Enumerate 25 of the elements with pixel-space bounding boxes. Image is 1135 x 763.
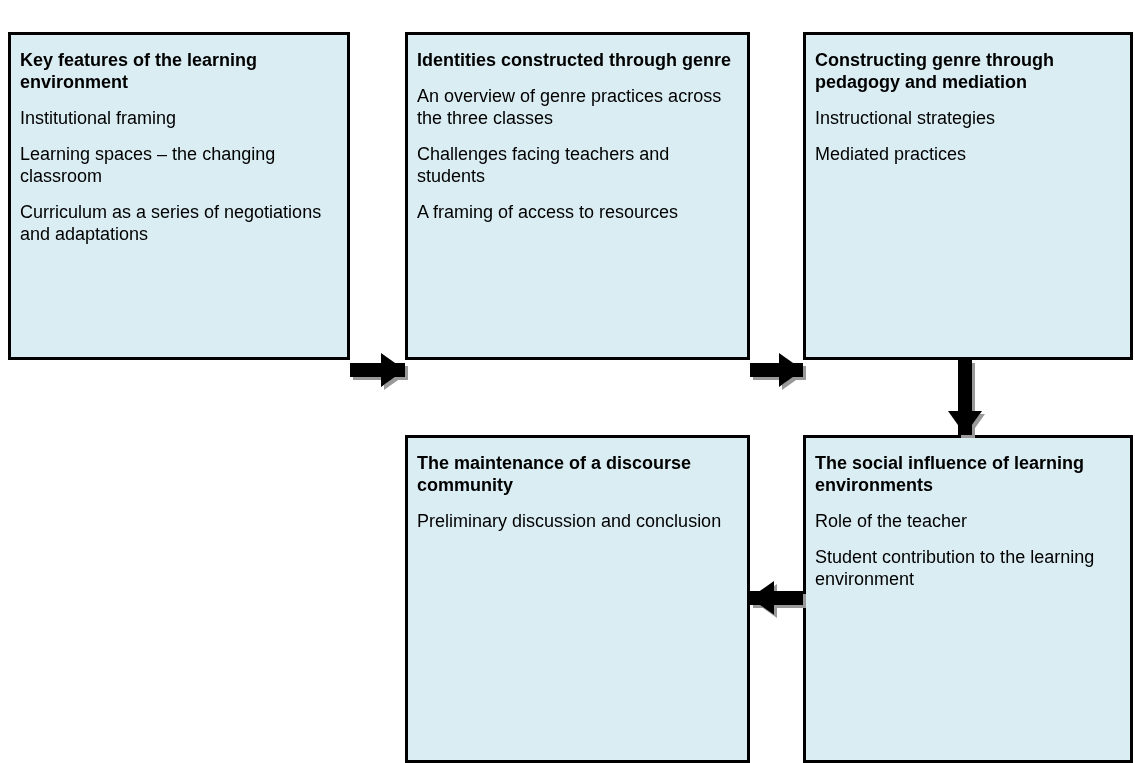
block-arrow — [350, 353, 405, 387]
topic-item: Curriculum as a series of negotiations and adaptations — [20, 201, 323, 245]
topic-item: Role of the teacher — [815, 510, 969, 532]
topic-item: Student contribution to the learning environment — [815, 546, 1096, 590]
topic-item: Learning spaces – the changing classroom — [20, 143, 277, 187]
section-heading: Identities constructed through genre — [417, 49, 733, 71]
section-box — [8, 32, 350, 360]
topic-item: A framing of access to resources — [417, 201, 680, 223]
topic-item: An overview of genre practices across the three classes — [417, 85, 723, 129]
section-heading: The social influence of learning environments — [815, 452, 1086, 496]
block-arrow — [948, 360, 982, 435]
block-arrow — [750, 581, 803, 615]
topic-item: Instructional strategies — [815, 107, 997, 129]
section-box — [803, 32, 1133, 360]
section-box — [405, 32, 750, 360]
topic-item: Institutional framing — [20, 107, 178, 129]
section-heading: The maintenance of a discourse community — [417, 452, 693, 496]
section-heading: Key features of the learning environment — [20, 49, 259, 93]
section-box — [803, 435, 1133, 763]
topic-item: Challenges facing teachers and students — [417, 143, 671, 187]
topic-item: Mediated practices — [815, 143, 968, 165]
topic-item: Preliminary discussion and conclusion — [417, 510, 723, 532]
block-arrow — [750, 353, 803, 387]
section-box — [405, 435, 750, 763]
section-heading: Constructing genre through pedagogy and mediation — [815, 49, 1055, 93]
